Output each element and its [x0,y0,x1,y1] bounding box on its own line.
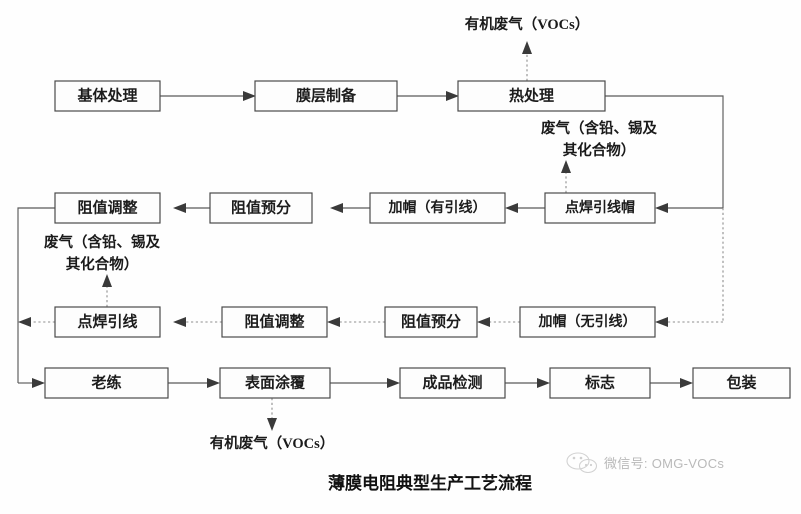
emission-text-line1: 废气（含铅、锡及 [44,233,160,251]
node-final-inspection[interactable]: 成品检测 [399,367,506,399]
emission-label-surface-coating-voc: 有机废气（VOCs） [210,434,335,452]
node-label: 加帽（无引线） [538,313,637,330]
watermark-label: 微信号: OMG-VOCs [604,456,724,471]
heat-treatment-voc-connector [522,41,532,81]
watermark: 微信号: OMG-VOCs [566,452,724,474]
node-marking[interactable]: 标志 [549,367,651,399]
node-spot-weld-lead[interactable]: 点焊引线 [54,306,161,338]
surface-coating-voc-connector [267,398,277,431]
emission-text: 有机废气（VOCs） [210,434,335,452]
node-label: 热处理 [509,86,554,104]
figure-caption: 薄膜电阻典型生产工艺流程 [328,473,532,493]
left-trunk-connector [17,207,55,388]
emission-text-line1: 废气（含铅、锡及 [541,119,657,137]
node-resistance-pretrim-leaded[interactable]: 阻值预分 [209,192,313,224]
node-cap-with-lead[interactable]: 加帽（有引线） [369,192,506,224]
node-label: 膜层制备 [296,86,357,104]
node-label: 点焊引线帽 [565,199,635,216]
wechat-logo-icon [566,452,598,474]
node-label: 包装 [726,373,757,391]
node-label: 阻值预分 [231,198,291,216]
node-label: 阻值调整 [244,312,304,330]
emission-text-line2: 其化合物） [563,141,636,159]
row4-connectors [168,378,693,388]
node-burn-in[interactable]: 老练 [44,367,169,399]
spot-weld-lead-emission-connector [102,274,112,307]
node-film-preparation[interactable]: 膜层制备 [254,80,398,112]
node-substrate-treatment[interactable]: 基体处理 [54,80,161,112]
node-resistance-adjust-leaded[interactable]: 阻值调整 [54,192,161,224]
node-label: 老练 [90,373,121,391]
node-heat-treatment[interactable]: 热处理 [457,80,606,112]
node-label: 标志 [584,373,615,391]
node-resistance-adjust-leadless[interactable]: 阻值调整 [221,306,328,338]
node-label: 阻值调整 [77,198,137,216]
row1-connectors [160,91,459,101]
emission-text: 有机废气（VOCs） [465,15,590,33]
node-packaging[interactable]: 包装 [692,367,791,399]
emission-label-spot-weld-cap-waste-gas: 废气（含铅、锡及 其化合物） [541,119,657,159]
node-label: 基体处理 [76,86,137,104]
node-label: 加帽（有引线） [388,199,487,216]
right-trunk-connector [605,95,724,327]
node-cap-without-lead[interactable]: 加帽（无引线） [519,306,656,338]
emission-text-line2: 其化合物） [66,255,139,273]
node-resistance-pretrim-leadless[interactable]: 阻值预分 [384,306,478,338]
node-label: 成品检测 [422,373,482,391]
node-spot-weld-lead-cap[interactable]: 点焊引线帽 [544,192,656,224]
node-label: 表面涂覆 [245,373,306,391]
node-label: 阻值预分 [401,312,461,330]
spot-weld-cap-emission-connector [561,160,571,193]
node-surface-coating[interactable]: 表面涂覆 [219,367,331,399]
emission-label-heat-treatment-voc: 有机废气（VOCs） [465,15,590,33]
emission-label-spot-weld-lead-waste-gas: 废气（含铅、锡及 其化合物） [44,233,160,273]
node-label: 点焊引线 [77,312,137,330]
row3-connectors [173,317,520,327]
row3-left-exit-connector [18,317,55,327]
